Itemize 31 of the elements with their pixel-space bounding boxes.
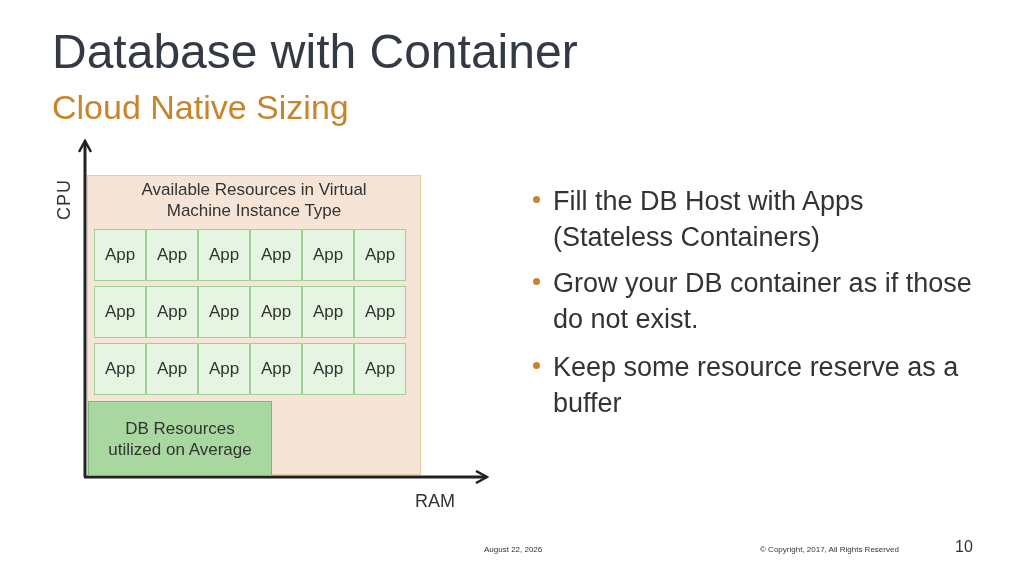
bullet-text: Grow your DB container as if those do not exist.: [553, 268, 972, 334]
app-box: App: [198, 229, 250, 281]
axis-label: CPU: [54, 179, 75, 220]
app-box: App: [302, 229, 354, 281]
axis-label: RAM: [415, 491, 455, 512]
resource-area: [87, 175, 421, 475]
app-box: App: [354, 286, 406, 338]
app-box: App: [146, 286, 198, 338]
app-box: App: [302, 343, 354, 395]
app-box: App: [94, 229, 146, 281]
subtitle: Cloud Native Sizing: [52, 88, 349, 127]
app-box: App: [250, 286, 302, 338]
app-box: App: [94, 286, 146, 338]
app-box: App: [250, 343, 302, 395]
db-resources-box: DB Resources utilized on Average: [88, 401, 272, 476]
app-box: App: [146, 343, 198, 395]
date-text: August 22, 2026: [484, 545, 543, 554]
app-box: App: [354, 229, 406, 281]
app-box: App: [302, 286, 354, 338]
app-box: App: [198, 286, 250, 338]
app-box: App: [198, 343, 250, 395]
page-number: 10: [955, 538, 973, 556]
app-box: App: [146, 229, 198, 281]
app-box: App: [250, 229, 302, 281]
area-title: Available Resources in Virtual Machine Instance Type: [140, 179, 368, 221]
app-box: App: [354, 343, 406, 395]
app-box: App: [94, 343, 146, 395]
copyright-text: © Copyright, 2017, All Rights Reserved: [760, 545, 899, 554]
bullet-text: Fill the DB Host with Apps (Stateless Containers): [553, 186, 864, 252]
bullet-text: Keep some resource reserve as a buffer: [553, 352, 959, 418]
slide-title: Database with Container: [52, 24, 578, 79]
